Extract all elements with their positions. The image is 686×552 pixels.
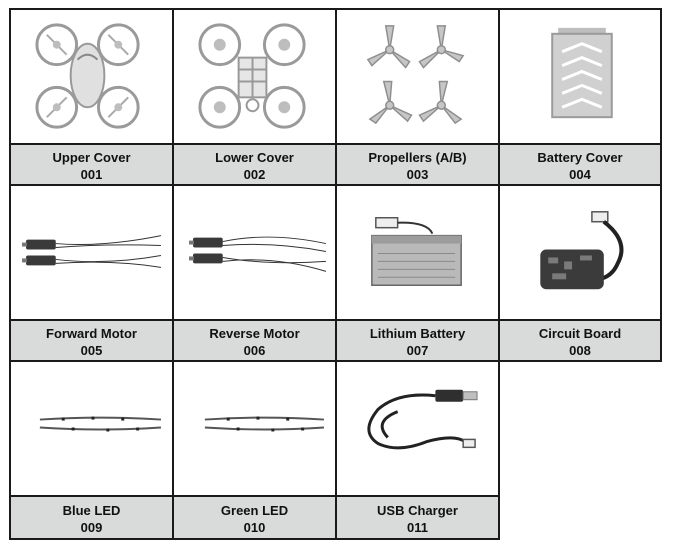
part-code: 005 (80, 343, 103, 358)
part-name: Battery Cover (537, 150, 623, 165)
led-strip-icon (11, 362, 172, 493)
part-code: 008 (569, 343, 591, 358)
part-cell-002: Lower Cover 002 (172, 8, 337, 186)
part-name: Circuit Board (538, 326, 622, 341)
part-caption: Blue LED 009 (11, 495, 172, 538)
part-cell-001: Upper Cover 001 (9, 8, 174, 186)
part-name: Propellers (A/B) (368, 150, 467, 165)
part-code: 010 (243, 520, 266, 535)
part-code: 001 (80, 167, 103, 182)
part-cell-006: Reverse Motor 006 (172, 184, 337, 362)
drone-upper-cover-icon (11, 10, 172, 141)
parts-grid: Upper Cover 001 Lower Cover 002 (9, 8, 662, 540)
led-strip-icon (174, 362, 335, 493)
part-caption: Green LED 010 (174, 495, 335, 538)
part-name: Green LED (220, 503, 289, 518)
part-cell-007: Lithium Battery 007 (335, 184, 500, 362)
part-code: 009 (80, 520, 103, 535)
part-caption: Circuit Board 008 (500, 319, 660, 360)
part-name: Blue LED (62, 503, 121, 518)
part-code: 003 (406, 167, 429, 182)
part-name: USB Charger (377, 503, 458, 518)
motor-icon (174, 186, 335, 317)
part-cell-009: Blue LED 009 (9, 360, 174, 540)
part-caption: Battery Cover 004 (500, 143, 660, 184)
part-caption: USB Charger 011 (337, 495, 498, 538)
part-code: 002 (243, 167, 266, 182)
part-code: 004 (569, 167, 591, 182)
motor-icon (11, 186, 172, 317)
part-cell-004: Battery Cover 004 (498, 8, 662, 186)
part-code: 011 (407, 520, 428, 535)
circuit-board-icon (500, 186, 660, 317)
part-cell-008: Circuit Board 008 (498, 184, 662, 362)
part-cell-010: Green LED 010 (172, 360, 337, 540)
part-cell-003: Propellers (A/B) 003 (335, 8, 500, 186)
part-name: Lithium Battery (369, 326, 466, 341)
part-caption: Reverse Motor 006 (174, 319, 335, 360)
part-caption: Forward Motor 005 (11, 319, 172, 360)
lithium-battery-icon (337, 186, 498, 317)
propellers-icon (337, 10, 498, 141)
part-name: Forward Motor (46, 326, 137, 341)
part-cell-005: Forward Motor 005 (9, 184, 174, 362)
part-code: 007 (406, 343, 429, 358)
part-caption: Lower Cover 002 (174, 143, 335, 184)
part-code: 006 (243, 343, 266, 358)
part-caption: Propellers (A/B) 003 (337, 143, 498, 184)
part-caption: Lithium Battery 007 (337, 319, 498, 360)
drone-lower-cover-icon (174, 10, 335, 141)
part-name: Upper Cover (52, 150, 131, 165)
part-cell-011: USB Charger 011 (335, 360, 500, 540)
usb-charger-icon (337, 362, 498, 493)
part-name: Lower Cover (215, 150, 294, 165)
part-name: Reverse Motor (209, 326, 300, 341)
part-caption: Upper Cover 001 (11, 143, 172, 184)
battery-cover-icon (500, 10, 660, 141)
